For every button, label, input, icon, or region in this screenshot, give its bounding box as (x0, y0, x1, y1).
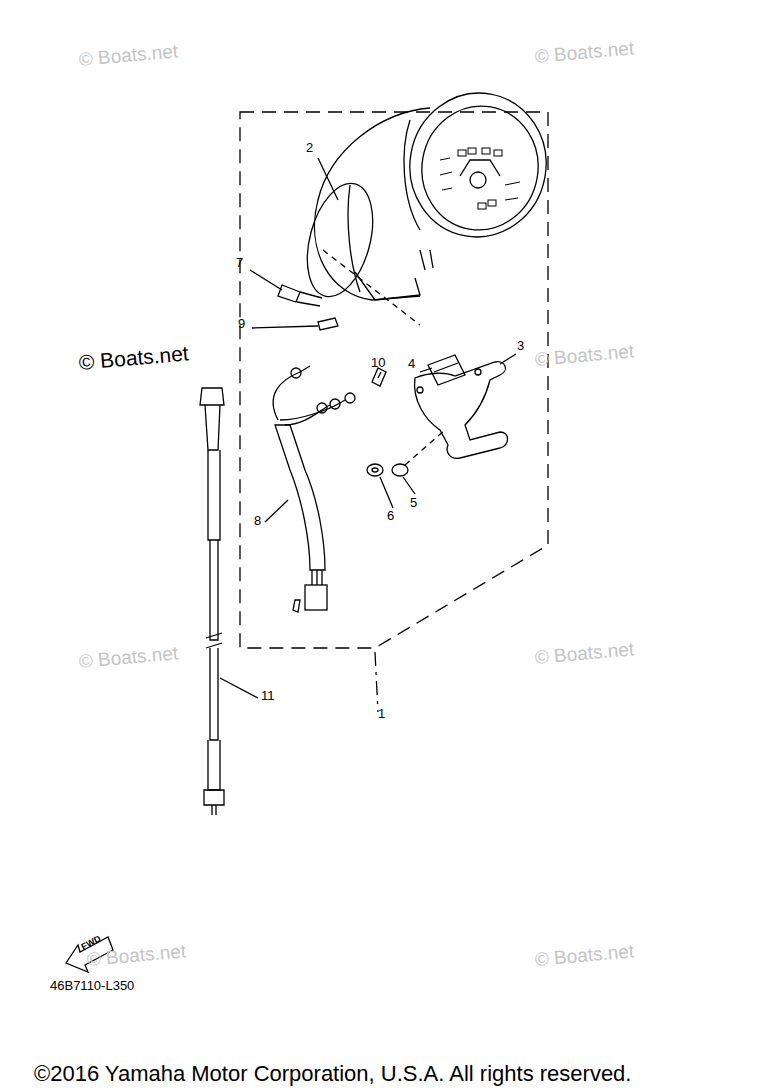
callout-number: 11 (261, 689, 275, 702)
callout-number: 7 (236, 256, 243, 269)
callout-number: 6 (387, 509, 394, 522)
watermark: © Boats.net (78, 643, 179, 671)
callout-number: 3 (517, 339, 524, 352)
callout-number: 9 (238, 317, 245, 330)
watermark: © Boats.net (78, 342, 189, 373)
callout-number: 8 (254, 514, 261, 527)
watermark: © Boats.net (86, 941, 187, 969)
diagram-code: 46B7110-L350 (50, 979, 134, 992)
watermark: © Boats.net (534, 38, 635, 66)
watermark: © Boats.net (534, 639, 635, 667)
watermark: © Boats.net (534, 941, 635, 969)
copyright: ©2016 Yamaha Motor Corporation, U.S.A. A… (34, 1063, 631, 1085)
callout-number: 4 (408, 357, 415, 370)
callout-number: 5 (410, 496, 417, 509)
watermark: © Boats.net (534, 341, 635, 369)
watermark: © Boats.net (78, 41, 179, 69)
callout-number: 1 (378, 707, 385, 720)
callout-number: 10 (371, 356, 385, 369)
callout-number: 2 (306, 141, 313, 154)
